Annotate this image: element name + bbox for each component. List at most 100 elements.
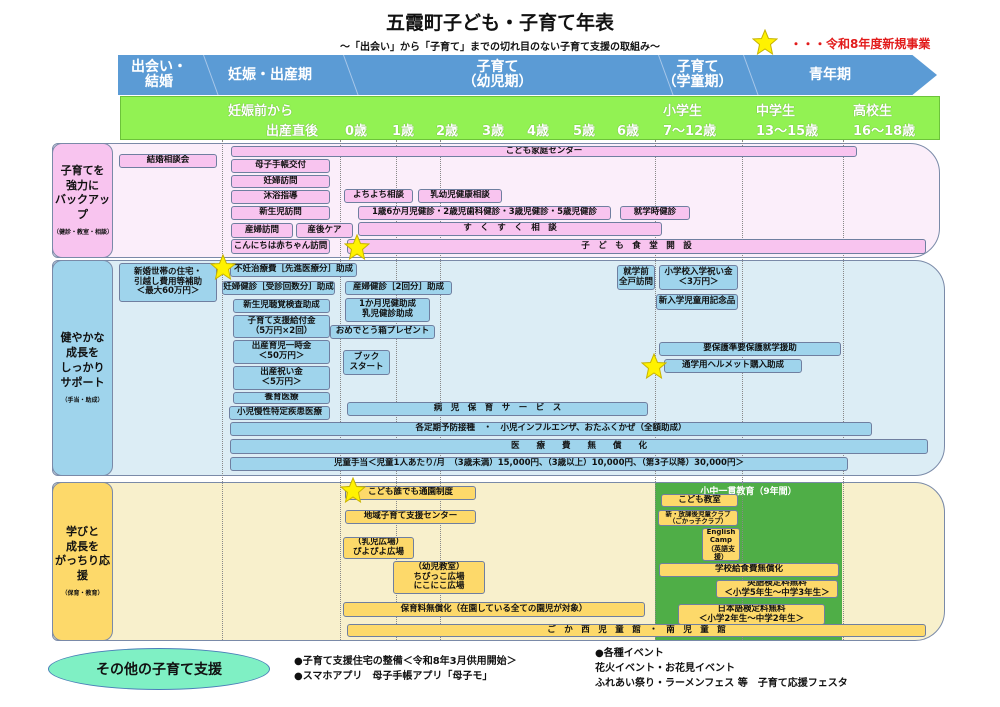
item-preschool-visit: 就学前 全戸訪問 [617,265,655,290]
item-postpartum-visit: 産婦訪問 [231,223,293,238]
footer-item: ふれあい祭り・ラーメンフェス 等 子育て応援フェスタ [595,678,848,689]
age-label: 3歳 [482,124,505,139]
age-label: 5歳 [573,124,596,139]
section-title: 子育てを 強力に バックアップ [55,163,110,222]
timeline-guide [440,140,441,640]
star-icon [340,477,366,503]
footer-left: ●子育て支援住宅の整備＜令和8年3月供用開始＞ ●スマホアプリ 母子手帳アプリ「… [294,654,517,684]
stage-youth: 青年期 [809,66,851,83]
age-label: 小学生 [663,104,703,119]
footer-item: 花火イベント・お花見イベント [595,663,735,674]
item-kids-cafeteria: 子 ど も 食 堂 開 設 [347,239,926,254]
item-infant-health: 乳幼児健康相談 [418,189,502,203]
timeline-guide [396,140,397,640]
age-label: 高校生 [853,104,893,119]
section-title: 学びと 成長を がっちり応援 [55,524,110,583]
item-newborn-visit: 新生児訪問 [231,206,330,220]
item-childrens-hall: ご か 西 児 童 館 ・ 南 児 童 館 [347,624,926,637]
item-chronic-disease: 小児慢性特定疾患医療 [229,406,330,420]
item-school-checkup: 就学時健診 [620,206,690,220]
star-icon [641,353,667,379]
section-label-learning: 学びと 成長を がっちり応援 （保育・教育） [52,482,113,641]
page-subtitle: ～「出会い」から「子育て」までの切れ目のない子育て支援の取組み～ [340,42,660,53]
item-handbook: 母子手帳交付 [231,159,330,173]
section-label-support: 健やかな 成長を しっかり サポート （手当・助成） [52,260,113,476]
item-school-entry-gift: 小学校入学祝い金 ＜3万円＞ [659,265,738,290]
item-bathing: 沐浴指導 [231,190,330,204]
item-checkups: 1歳6か月児健診・2歳児歯科健診・3歳児健診・5歳児健診 [358,206,611,220]
star-icon [752,29,778,55]
item-prenatal-checkup: 妊婦健診［受診回数分］助成 [222,281,335,295]
item-hearing-test: 新生児聴覚検査助成 [233,299,330,313]
stage-childcare-school: 子育て （学童期） [662,59,733,90]
section-subtitle: （健診・教室・相談） [53,229,114,237]
item-marriage-consultation: 結婚相談会 [119,154,217,168]
timeline-guide [340,140,341,640]
item-birth-gift: 出産祝い金 ＜5万円＞ [233,366,330,390]
timeline-guide [843,140,844,640]
footer-right: ●各種イベント 花火イベント・お花見イベント ふれあい祭り・ラーメンフェス 等 … [595,646,848,691]
age-label: 中学生 [756,104,796,119]
star-icon [210,254,236,280]
item-daredemo-tsuen: こども誰でも通園制度 [345,486,476,500]
item-piyopiyo: （乳児広場） ぴよぴよ広場 [343,537,414,559]
section-label-backup: 子育てを 強力に バックアップ （健診・教室・相談） [52,143,113,258]
item-gift-box: おめでとう箱プレゼント [330,325,435,339]
item-chibikko: （幼児教室） ちびっこ広場 にこにこ広場 [393,561,485,594]
age-label: 出産直後 [266,124,319,139]
item-kids-class: こども教室 [661,494,738,507]
footer-item: ●各種イベント [595,648,664,659]
item-afterschool-club: 新・放課後児童クラブ （ごかっ子クラブ） [658,510,738,526]
item-vaccination: 各定期予防接種 ・ 小児インフルエンザ、おたふくかぜ（全額助成） [230,422,872,436]
item-postnatal-checkup: 産婦健診［2回分］助成 [345,281,452,295]
item-infant-checkup: 1か月児健助成 乳児健診助成 [345,298,430,322]
life-stage-band [118,55,937,95]
item-school-aid: 要保護準要保護就学援助 [659,342,841,356]
item-nurture-medical: 養育医療 [233,392,330,404]
integrated-education-title: 小中一貫教育（9年間） [700,487,797,497]
age-label: 13～15歳 [756,124,819,139]
item-commemorative-gift: 新入学児童用記念品 [656,294,738,310]
item-regional-center: 地域子育て支援センター [345,510,476,524]
item-helmet-subsidy: 通学用ヘルメット購入助成 [664,359,802,373]
item-family-center: こども家庭センター [231,146,857,157]
item-support-grant: 子育て支援給付金 （5万円×2回） [233,315,330,338]
item-sukusuku: す く す く 相 談 [358,222,662,236]
item-english-camp: English Camp （英語支援） [702,528,740,561]
item-eiken-free: 英語検定料無料 ＜小学5年生～中学3年生＞ [716,580,838,598]
age-label: 4歳 [527,124,550,139]
item-birth-lump-sum: 出産育児一時金 ＜50万円＞ [233,340,330,364]
timeline-guide [655,140,656,640]
age-label: 16～18歳 [853,124,916,139]
legend-new-project: ・・・令和8年度新規事業 [790,37,931,51]
item-hello-baby: こんにちは赤ちゃん訪問 [231,239,330,254]
other-support-badge: その他の子育て支援 [48,648,270,690]
item-postpartum-care: 産後ケア [296,223,353,238]
age-label: 0歳 [345,124,368,139]
item-yochiyochi: よちよち相談 [344,189,413,203]
item-book-start: ブック スタート [343,350,390,375]
age-label: 6歳 [617,124,640,139]
stage-pregnancy-birth: 妊娠・出産期 [228,66,312,83]
timeline-guide [222,140,223,640]
age-label: 妊娠前から [228,104,294,119]
footer-item: ●スマホアプリ 母子手帳アプリ「母子モ」 [294,671,493,682]
item-free-medical: 医 療 費 無 償 化 [230,439,928,454]
stage-childcare-infant: 子育て （幼児期） [462,59,533,90]
section-title: 健やかな 成長を しっかり サポート [60,331,105,389]
age-band [120,96,940,140]
item-sick-child-care: 病 児 保 育 サ ー ビ ス [347,402,648,416]
timeline-guide [742,140,743,640]
section-subtitle: （手当・助成） [61,396,104,404]
age-label: 7～12歳 [663,124,717,139]
item-newlywed-subsidy: 新婚世帯の住宅・ 引越し費用等補助 ＜最大60万円＞ [119,263,217,302]
section-subtitle: （保育・教育） [61,590,104,598]
item-pregnant-visit: 妊婦訪問 [231,175,330,188]
item-japanese-test-free: 日本語検定料無料 ＜小学2年生～中学2年生＞ [678,604,825,625]
item-free-childcare: 保育料無償化（在園している全ての園児が対象） [343,602,645,617]
item-child-allowance: 児童手当＜児童1人あたり/月 （3歳未満）15,000円、（3歳以上）10,00… [230,457,848,471]
page-title: 五霞町子ども・子育て年表 [385,12,614,34]
item-free-lunch: 学校給食費無償化 [659,563,839,577]
stage-meeting-marriage: 出会い・ 結婚 [131,59,187,90]
age-label: 2歳 [436,124,459,139]
